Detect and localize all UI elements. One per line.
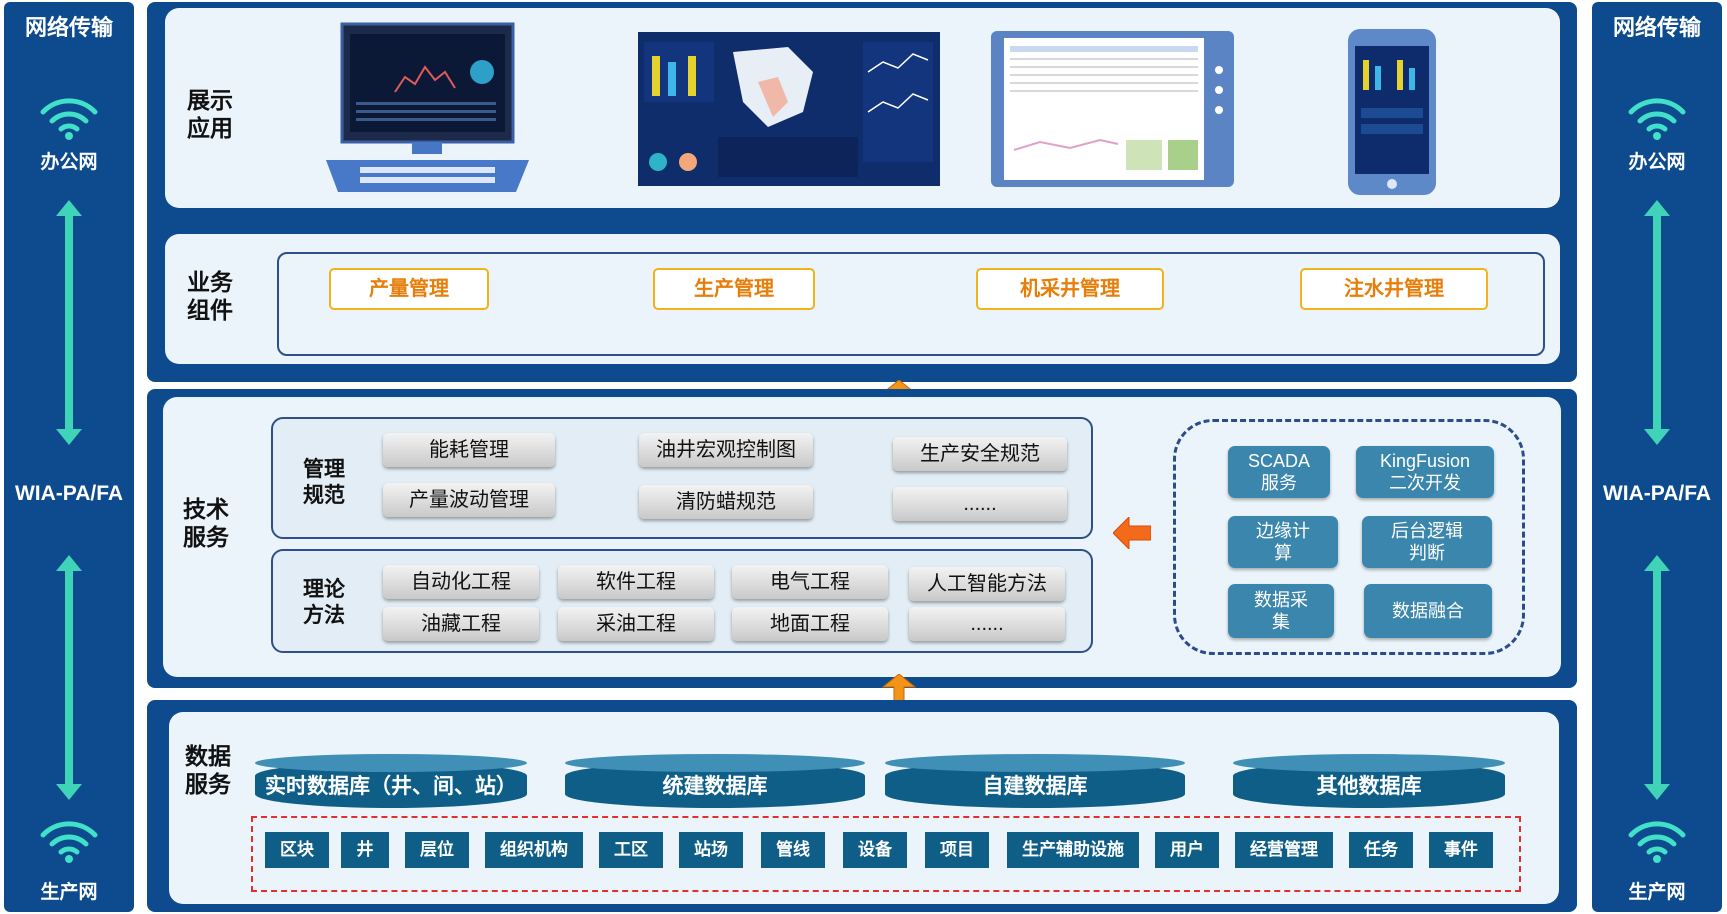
entity-tag[interactable]: 井	[341, 832, 389, 868]
laptop-dashboard-screenshot	[326, 22, 529, 192]
protocol-label: WIA-PA/FA	[14, 482, 124, 505]
realtime-database[interactable]: 实时数据库（井、间、站）	[255, 754, 527, 810]
network-sidebar-right: 网络传输 办公网 WIA-PA/FA 生产网	[1592, 2, 1722, 912]
sidebar-title: 网络传输	[24, 15, 113, 40]
business-components-group: 产量管理 生产管理 机采井管理 注水井管理	[277, 252, 1545, 356]
other-database[interactable]: 其他数据库	[1233, 754, 1505, 810]
item-well-macro-control-chart[interactable]: 油井宏观控制图	[639, 433, 813, 467]
protocol-label: WIA-PA/FA	[1602, 482, 1712, 505]
service-backend-logic[interactable]: 后台逻辑 判断	[1362, 516, 1492, 568]
self-built-database[interactable]: 自建数据库	[885, 754, 1185, 810]
entity-tag[interactable]: 用户	[1155, 832, 1219, 868]
sidebar-title: 网络传输	[1612, 15, 1701, 40]
entity-tag[interactable]: 生产辅助设施	[1007, 832, 1139, 868]
wifi-icon	[40, 821, 98, 863]
mobile-app-screenshot	[1348, 29, 1436, 195]
business-layer: 业务 组件 产量管理 生产管理 机采井管理 注水井管理	[165, 234, 1560, 364]
service-data-collection[interactable]: 数据采 集	[1228, 584, 1334, 638]
entity-tag[interactable]: 区块	[265, 832, 329, 868]
production-network-label: 生产网	[1628, 882, 1686, 903]
network-sidebar-left: 网络传输 办公网 WIA-PA/FA 生产网	[4, 2, 134, 912]
double-arrow-icon	[1644, 555, 1670, 800]
wifi-icon	[40, 98, 98, 140]
data-services-label: 数据 服务	[185, 743, 231, 797]
item-more[interactable]: ......	[909, 607, 1065, 641]
data-entities-group	[251, 816, 1521, 892]
item-ai-methods[interactable]: 人工智能方法	[909, 567, 1065, 601]
item-automation-engineering[interactable]: 自动化工程	[383, 565, 539, 599]
left-arrow-icon	[1113, 517, 1151, 549]
theory-methods-label: 理论 方法	[303, 578, 345, 627]
data-services-layer: 数据 服务 实时数据库（井、间、站） 统建数据库 自建数据库 其他数据库 区块 …	[169, 712, 1559, 904]
display-layer-label: 展示 应用	[187, 87, 233, 141]
dashboard-map-screenshot	[638, 32, 940, 186]
wifi-icon	[1628, 821, 1686, 863]
item-production-safety-standards[interactable]: 生产安全规范	[893, 437, 1067, 471]
entity-tag[interactable]: 站场	[679, 832, 743, 868]
production-network-label: 生产网	[40, 882, 98, 903]
entity-tag[interactable]: 工区	[599, 832, 663, 868]
office-network-label: 办公网	[1628, 152, 1686, 173]
database-label: 统建数据库	[662, 775, 768, 798]
tech-services-label: 技术 服务	[183, 496, 229, 550]
entity-tag[interactable]: 任务	[1349, 832, 1413, 868]
component-production-volume[interactable]: 产量管理	[329, 268, 489, 310]
item-software-engineering[interactable]: 软件工程	[558, 565, 714, 599]
component-production-management[interactable]: 生产管理	[653, 268, 815, 310]
item-oil-production-engineering[interactable]: 采油工程	[558, 607, 714, 641]
item-production-fluctuation-management[interactable]: 产量波动管理	[383, 483, 555, 517]
entity-tag[interactable]: 层位	[405, 832, 469, 868]
management-standards-group: 管理 规范 能耗管理 油井宏观控制图 生产安全规范 产量波动管理 清防蜡规范 .…	[271, 417, 1093, 539]
wifi-icon	[1628, 98, 1686, 140]
display-layer: 展示 应用	[165, 8, 1560, 208]
item-more[interactable]: ......	[893, 487, 1067, 521]
theory-methods-group: 理论 方法 自动化工程 软件工程 电气工程 人工智能方法 油藏工程 采油工程 地…	[271, 549, 1093, 653]
entity-tag[interactable]: 组织机构	[485, 832, 583, 868]
double-arrow-icon	[56, 555, 82, 800]
double-arrow-icon	[56, 200, 82, 445]
service-data-fusion[interactable]: 数据融合	[1364, 584, 1492, 638]
database-label: 实时数据库（井、间、站）	[265, 775, 517, 798]
platform-services-group: SCADA 服务 KingFusion 二次开发 边缘计 算 后台逻辑 判断 数…	[1173, 419, 1525, 655]
item-electrical-engineering[interactable]: 电气工程	[732, 565, 888, 599]
data-services-panel: 数据 服务 实时数据库（井、间、站） 统建数据库 自建数据库 其他数据库 区块 …	[147, 700, 1577, 912]
service-kingfusion[interactable]: KingFusion 二次开发	[1356, 446, 1494, 498]
database-label: 其他数据库	[1316, 775, 1422, 798]
item-wax-prevention-standards[interactable]: 清防蜡规范	[639, 485, 813, 519]
tech-services-layer: 技术 服务 管理 规范 能耗管理 油井宏观控制图 生产安全规范 产量波动管理 清…	[163, 397, 1561, 677]
entity-tag[interactable]: 管线	[761, 832, 825, 868]
entity-tag[interactable]: 项目	[925, 832, 989, 868]
item-reservoir-engineering[interactable]: 油藏工程	[383, 607, 539, 641]
unified-database[interactable]: 统建数据库	[565, 754, 865, 810]
item-surface-engineering[interactable]: 地面工程	[732, 607, 888, 641]
double-arrow-icon	[1644, 200, 1670, 445]
service-edge-computing[interactable]: 边缘计 算	[1228, 516, 1338, 568]
component-pumping-well-management[interactable]: 机采井管理	[976, 268, 1164, 310]
tablet-report-screenshot	[991, 31, 1234, 187]
entity-tag[interactable]: 事件	[1429, 832, 1493, 868]
component-water-injection-well-management[interactable]: 注水井管理	[1300, 268, 1488, 310]
entity-tag[interactable]: 经营管理	[1235, 832, 1333, 868]
management-standards-label: 管理 规范	[303, 458, 345, 507]
item-energy-management[interactable]: 能耗管理	[383, 433, 555, 467]
tech-services-panel: 技术 服务 管理 规范 能耗管理 油井宏观控制图 生产安全规范 产量波动管理 清…	[147, 389, 1577, 688]
office-network-label: 办公网	[40, 152, 98, 173]
business-layer-label: 业务 组件	[187, 269, 233, 323]
service-scada[interactable]: SCADA 服务	[1228, 446, 1330, 498]
application-panel: 展示 应用	[147, 2, 1577, 382]
database-label: 自建数据库	[982, 775, 1088, 798]
entity-tag[interactable]: 设备	[843, 832, 907, 868]
